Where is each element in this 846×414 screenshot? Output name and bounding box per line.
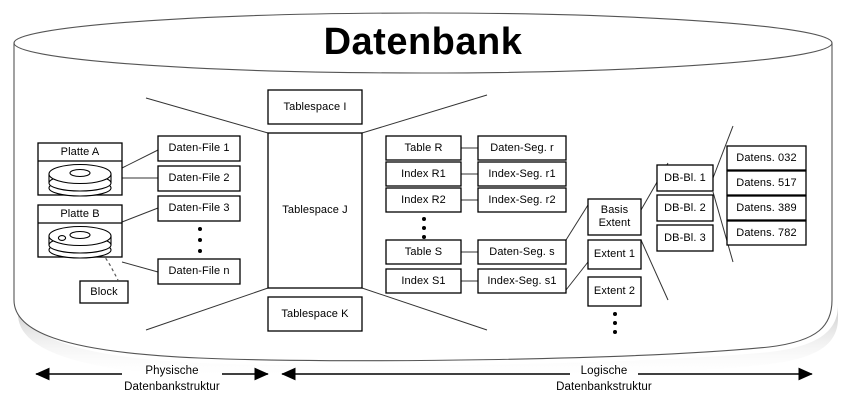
object-boxes <box>385 135 462 294</box>
data-file-boxes <box>157 135 241 285</box>
data-file-ellipsis <box>197 227 202 253</box>
record-boxes <box>726 145 807 246</box>
object-ellipsis <box>421 217 426 239</box>
block-box <box>79 280 129 304</box>
connector-lines-block-record <box>712 125 734 263</box>
connector-lines-tablespace <box>361 94 488 331</box>
db-block-boxes <box>656 164 714 252</box>
segment-boxes <box>477 135 567 294</box>
disk-platter-icon-a <box>48 163 112 197</box>
extent-ellipsis <box>612 312 617 334</box>
connector-lines-segment-extent <box>565 204 589 291</box>
extent-boxes <box>587 198 642 307</box>
connector-links-object-segment <box>461 147 478 282</box>
tablespace-boxes <box>267 89 363 332</box>
disk-platter-icon-b <box>48 225 112 259</box>
